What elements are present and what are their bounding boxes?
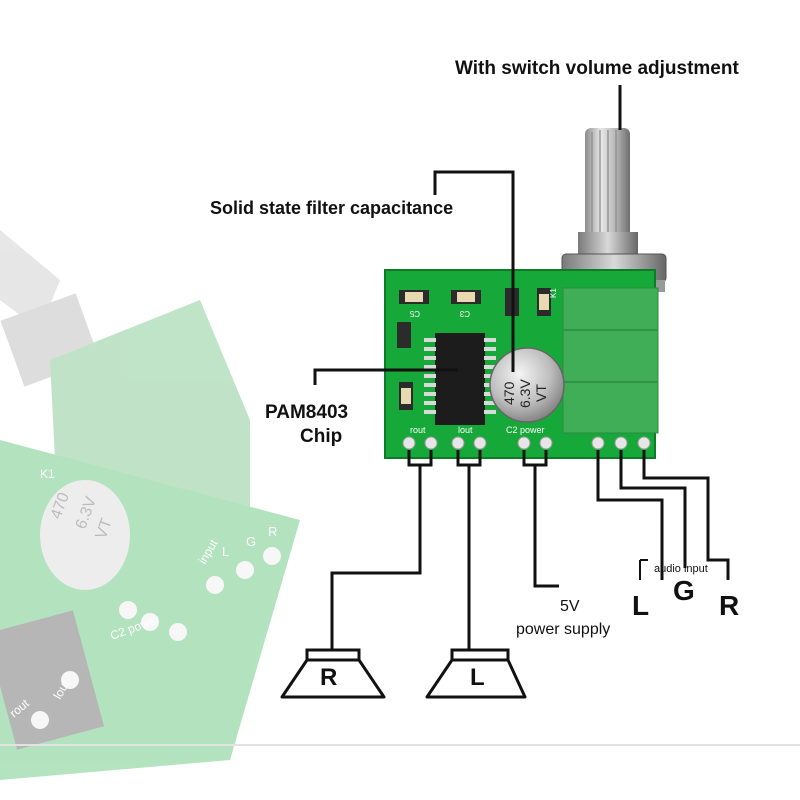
chip-label-name: PAM8403 (265, 402, 349, 423)
pad-power-1 (517, 436, 531, 450)
shaft-knurl (591, 130, 625, 234)
pot-bushing (578, 232, 638, 256)
speaker-right (280, 648, 386, 699)
input-R-wire (642, 450, 730, 580)
input-L-wire (596, 450, 664, 580)
power-voltage-label: 5V (560, 598, 580, 615)
capacitor-label: Solid state filter capacitance (210, 198, 454, 218)
bg-capacitor (40, 480, 130, 590)
bg-pad (169, 623, 187, 641)
cap-text-vt: VT (533, 384, 549, 402)
bg-chip (0, 610, 104, 750)
pad-lout-1 (451, 436, 465, 450)
power-supply-label: power supply (516, 621, 611, 638)
silk-c5: C5 (409, 309, 420, 318)
silk-c3: C3 (459, 309, 470, 318)
bg-pad (61, 671, 79, 689)
silk-rout: rout (410, 425, 426, 435)
bg-pad (141, 613, 159, 631)
pad-input-G (614, 436, 628, 450)
input-G-label: G (673, 575, 695, 606)
bg-nut (0, 293, 100, 387)
audio-input-label: audio input (654, 563, 708, 575)
pad-input-R (637, 436, 651, 450)
silk-power: C2 power (506, 425, 545, 435)
pad-power-2 (539, 436, 553, 450)
chip-leader (313, 368, 458, 385)
volume-adjustment-label: With switch volume adjustment (455, 58, 739, 79)
amplifier-module: C5 C3 K1 470 6.3 (384, 128, 667, 459)
chip-pins-left (424, 338, 436, 414)
bg-silk-R: R (268, 524, 277, 539)
power-wire (533, 465, 559, 588)
silk-k1: K1 (549, 288, 558, 298)
bg-pad (263, 547, 281, 565)
cap-text-470: 470 (501, 381, 517, 405)
bg-silk-G: G (246, 534, 256, 549)
pad-rout-1 (402, 436, 416, 450)
bg-cap-text-3: VT (93, 516, 116, 541)
bg-pcb (0, 440, 300, 780)
input-G-wire (619, 450, 687, 568)
background-board: 470 6.3V VT input L G R C2 power lout ro… (0, 230, 300, 780)
solder-pads (402, 436, 651, 450)
speaker-left (425, 648, 527, 699)
cap-text-63v: 6.3V (517, 379, 533, 408)
bg-pad (31, 711, 49, 729)
input-R-label: R (719, 590, 740, 621)
leader-lines (313, 85, 730, 650)
pam8403-chip (435, 333, 485, 425)
bg-pad (119, 601, 137, 619)
pad-input-L (591, 436, 605, 450)
bg-shaft (0, 230, 60, 330)
bg-pad (236, 561, 254, 579)
right-speaker-wire (330, 465, 422, 650)
silk-lout: lout (458, 425, 473, 435)
capacitor-leader (433, 170, 515, 372)
smd-r2 (397, 322, 411, 348)
filter-capacitor (489, 347, 565, 423)
bg-silk-k1: K1 (40, 467, 55, 481)
bg-pot-housing (50, 300, 250, 640)
bg-silk-L: L (222, 544, 229, 559)
pot-housing (562, 287, 659, 434)
speaker-right-label: R (320, 664, 338, 691)
input-L-label: L (632, 590, 650, 621)
fade-overlay (0, 220, 310, 800)
pad-rout-2 (424, 436, 438, 450)
chip-label-word: Chip (300, 426, 343, 447)
bg-pad (206, 576, 224, 594)
speaker-left-label: L (470, 664, 485, 691)
pad-lout-2 (473, 436, 487, 450)
